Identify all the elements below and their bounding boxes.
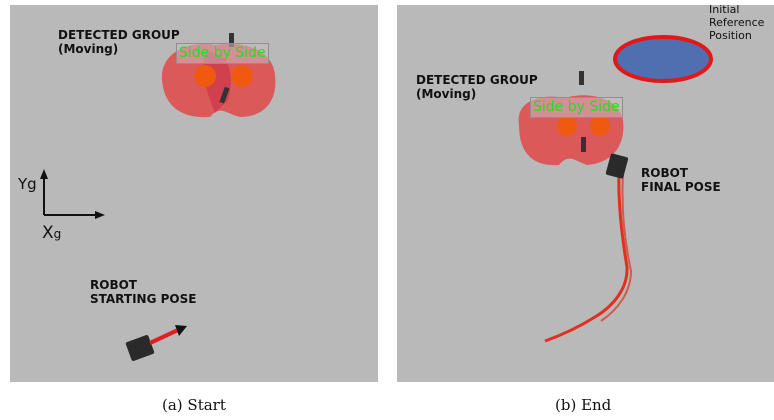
- panel-end: Initial Reference Position DETECTED GROU…: [397, 5, 774, 382]
- person-heading: [579, 71, 584, 85]
- person-heading: [581, 137, 586, 152]
- reference-position: [613, 35, 713, 83]
- reference-label: Initial Reference Position: [709, 5, 765, 42]
- robot-label: ROBOT FINAL POSE: [641, 166, 721, 194]
- person-marker: [590, 116, 610, 136]
- person-marker: [557, 116, 577, 136]
- robot-final: [605, 153, 629, 179]
- person-heading: [229, 33, 234, 47]
- caption-b: (b) End: [555, 396, 612, 414]
- person-marker: [231, 65, 253, 87]
- axis-x-label: Xg: [42, 223, 62, 243]
- formation-tag: Side by Side: [176, 43, 269, 64]
- person-heading: [219, 86, 230, 104]
- panel-start: DETECTED GROUP (Moving) Side by Side Yg …: [10, 5, 378, 382]
- formation-tag: Side by Side: [530, 97, 623, 118]
- robot-label: ROBOT STARTING POSE: [90, 278, 197, 306]
- global-axes: [40, 169, 105, 219]
- person-marker: [194, 65, 216, 87]
- group-label: DETECTED GROUP (Moving): [416, 73, 538, 101]
- caption-a: (a) Start: [162, 396, 226, 414]
- robot-trajectory: [544, 172, 633, 343]
- group-label: DETECTED GROUP (Moving): [58, 28, 180, 56]
- robot-start: [125, 325, 187, 361]
- axis-y-label: Yg: [18, 175, 37, 193]
